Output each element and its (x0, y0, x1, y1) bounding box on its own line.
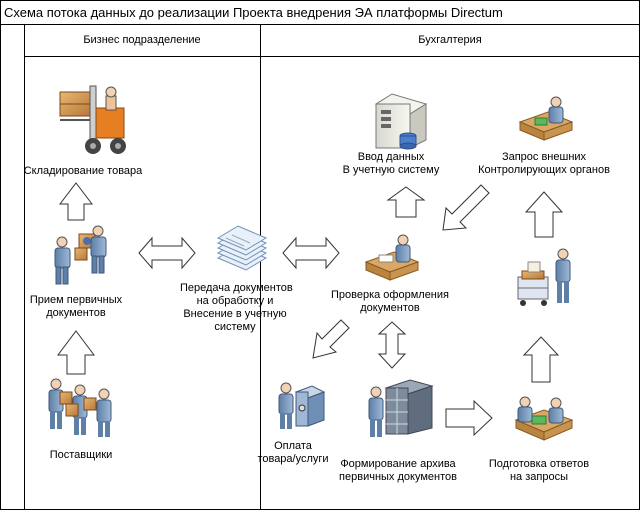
lane-business-header: Бизнес подразделение (83, 34, 201, 46)
document-stack-icon (216, 225, 268, 271)
lane-accounting-header: Бухгалтерия (418, 34, 482, 46)
arrow-check-to-payment (312, 319, 350, 359)
person-with-cart-icon (517, 248, 571, 306)
arrow-transfer-check-double (282, 236, 340, 270)
arrow-check-archive-double (377, 321, 407, 369)
arrow-cart-to-requests (524, 191, 564, 238)
person-at-desk-icon (518, 96, 574, 141)
server-icon (374, 93, 428, 150)
person-at-desk-icon (514, 396, 574, 441)
person-at-file-cabinets-icon (368, 379, 434, 437)
label-warehousing: Складирование товара (23, 165, 143, 177)
arrow-receipt-transfer-double (138, 236, 196, 270)
people-with-boxes-icon (48, 378, 112, 437)
diagram-title: Схема потока данных до реализации Проект… (4, 5, 503, 20)
arrow-archive-to-answers (445, 399, 493, 437)
arrow-suppliers-to-receipt (57, 330, 95, 375)
person-at-desk-icon (364, 234, 420, 281)
person-at-safe-icon (278, 382, 326, 429)
label-suppliers: Поставщики (49, 449, 113, 461)
forklift-icon (59, 85, 126, 154)
arrow-requests-to-check (442, 184, 490, 231)
arrow-receipt-to-warehousing (58, 182, 94, 221)
arrow-check-to-data-entry (386, 186, 426, 218)
arrow-answers-to-cart (522, 336, 560, 383)
person-with-box-icon (54, 225, 107, 285)
